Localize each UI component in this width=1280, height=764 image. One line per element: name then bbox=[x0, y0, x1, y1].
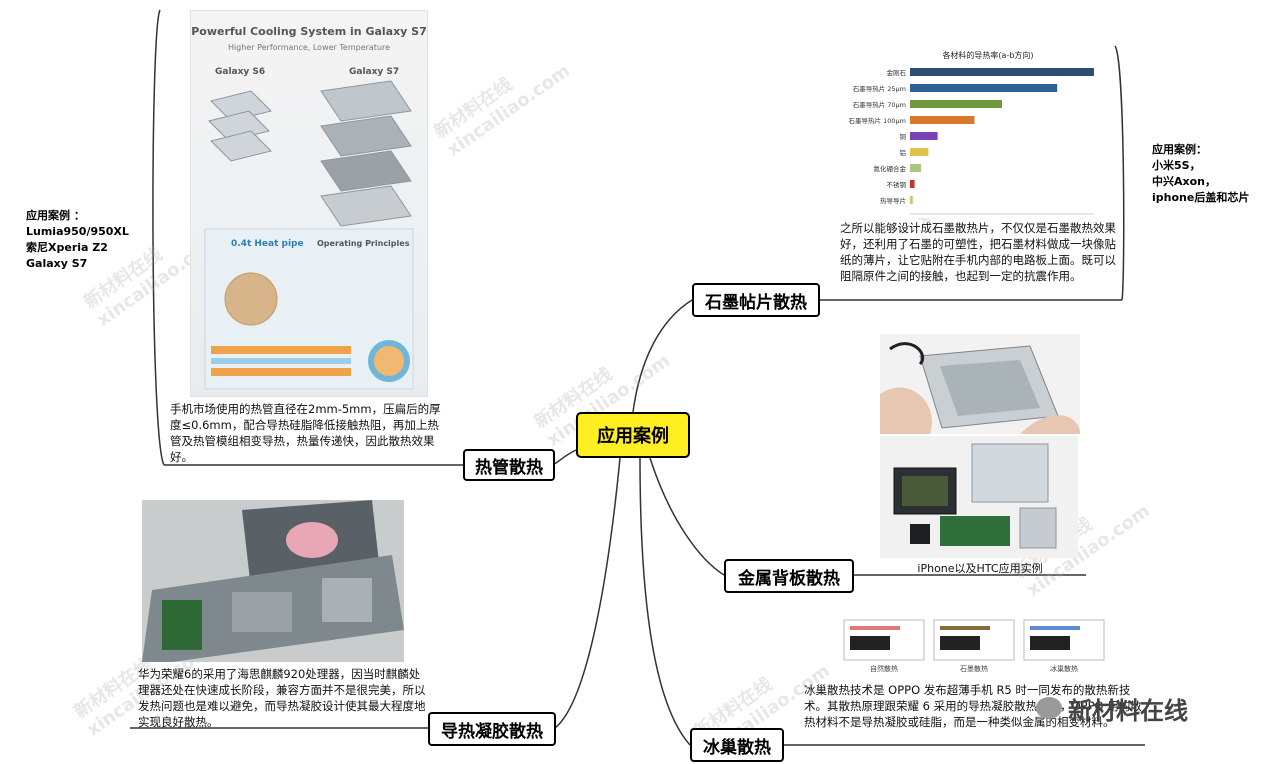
wechat-icon bbox=[1036, 697, 1062, 719]
brand-watermark: 新材料在线 bbox=[1036, 690, 1256, 726]
vapor-panel-label: 冰巢散热 bbox=[1050, 665, 1078, 673]
chart-bar bbox=[910, 84, 1058, 92]
gel-description: 华为荣耀6的采用了海思麒麟920处理器，因当时麒麟处理器还处在快速成长阶段，兼容… bbox=[138, 667, 426, 729]
branch-graphite[interactable]: 石墨帖片散热 bbox=[692, 283, 820, 317]
graphite-description: 之所以能够设计成石墨散热片，不仅仅是石墨散热效果好，还利用了石墨的可塑性，把石墨… bbox=[840, 221, 1116, 283]
chart-category-label: 铝 bbox=[900, 148, 907, 157]
branch-thermal-gel[interactable]: 导热凝胶散热 bbox=[428, 712, 556, 746]
branch-heatpipe[interactable]: 热管散热 bbox=[463, 449, 555, 481]
metal-caption: iPhone以及HTC应用实例 bbox=[917, 562, 1043, 575]
chart-bar bbox=[910, 196, 913, 204]
chart-category-label: 石墨导热片 70μm bbox=[853, 100, 906, 109]
heatpipe-description: 手机市场使用的热管直径在2mm-5mm，压扁后的厚度≤0.6mm，配合导热硅脂降… bbox=[170, 402, 441, 464]
center-node[interactable]: 应用案例 bbox=[576, 412, 690, 458]
chart-bar bbox=[910, 180, 915, 188]
chart-category-label: 铜 bbox=[900, 132, 907, 141]
vapor-panel-label: 自然散热 bbox=[870, 665, 898, 673]
branch-vapor-chamber[interactable]: 冰巢散热 bbox=[690, 728, 784, 762]
chart-bar bbox=[910, 148, 929, 156]
chart-bar bbox=[910, 68, 1094, 76]
heatpipe-case-list: 应用案例 ： Lumia950/950XL 索尼Xperia Z2 Galaxy… bbox=[26, 209, 129, 270]
iphone-teardown-photo bbox=[880, 334, 1080, 434]
chart-category-label: 不锈钢 bbox=[887, 180, 907, 189]
chart-title: 各材料的导热率(a-b方向) bbox=[942, 50, 1033, 60]
chart-bar bbox=[910, 132, 938, 140]
brand-text: 新材料在线 bbox=[1068, 696, 1188, 725]
graphite-case-list: 应用案例： 小米5S， 中兴Axon， iphone后盖和芯片 bbox=[1152, 143, 1250, 204]
chart-category-label: 热导导片 bbox=[880, 196, 906, 205]
vapor-panel-label: 石墨散热 bbox=[960, 665, 988, 673]
chart-category-label: 氮化硼合金 bbox=[874, 164, 907, 173]
chart-bar bbox=[910, 116, 975, 124]
galaxy-s7-cooling-figure: Powerful Cooling System in Galaxy S7 Hig… bbox=[190, 10, 428, 397]
chart-bar bbox=[910, 164, 922, 172]
chart-category-label: 石墨导热片 25μm bbox=[853, 84, 906, 93]
thermal-conductivity-chart: 各材料的导热率(a-b方向) 金刚石石墨导热片 25μm 石墨导热片 70μm 石墨导… bbox=[838, 46, 1110, 218]
chart-category-label: 金刚石 bbox=[887, 68, 907, 77]
chart-bar bbox=[910, 100, 1002, 108]
chart-category-label: 石墨导热片 100μm bbox=[849, 116, 906, 125]
htc-teardown-photo bbox=[880, 436, 1078, 558]
branch-metal-backplate[interactable]: 金属背板散热 bbox=[724, 559, 854, 593]
honor6-board-photo bbox=[142, 500, 404, 662]
vapor-chamber-comparison-figure: 自然散热 石墨散热 冰巢散热 bbox=[840, 614, 1108, 676]
